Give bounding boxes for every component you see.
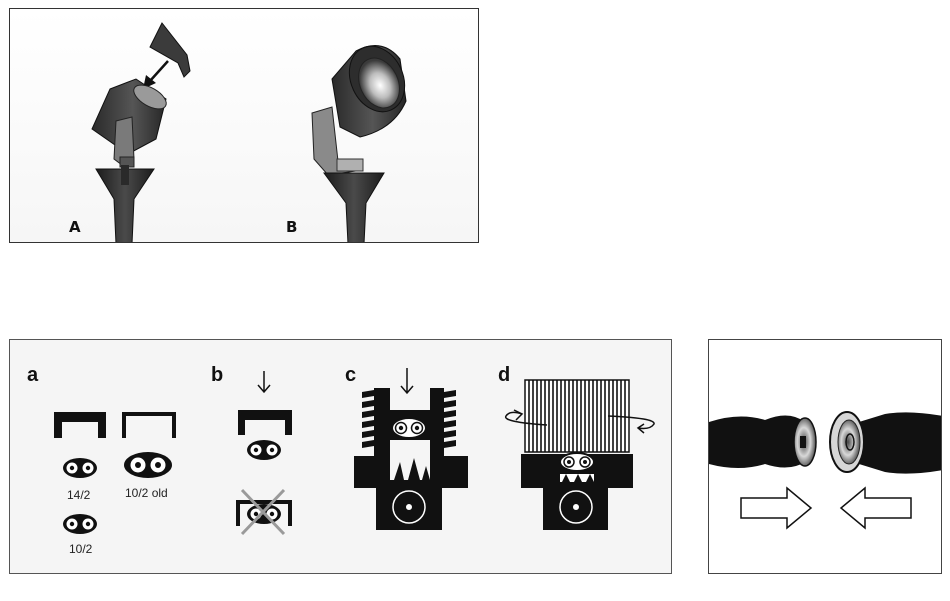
step-d: d bbox=[498, 364, 654, 530]
down-arrow-icon bbox=[401, 368, 413, 393]
shroud-icon bbox=[150, 23, 190, 77]
bracket-thick-icon bbox=[54, 412, 106, 438]
push-left-arrow-icon bbox=[841, 488, 911, 528]
bracket-correct-icon bbox=[238, 410, 292, 435]
step-a-label: a bbox=[27, 364, 39, 386]
wiring-steps-panel: a 14/2 10/2 old bbox=[9, 339, 672, 574]
wire-10-2-old-icon bbox=[124, 452, 172, 478]
wire-10-2-icon bbox=[63, 514, 97, 534]
connector-join-illustration bbox=[709, 340, 942, 574]
fixture-assembly-panel: A B bbox=[9, 8, 479, 243]
down-arrow-icon bbox=[258, 371, 270, 392]
label-a: A bbox=[69, 218, 81, 236]
step-b: b bbox=[211, 364, 292, 534]
connector-open-icon bbox=[354, 388, 468, 530]
step-c-label: c bbox=[345, 364, 356, 386]
label-b: B bbox=[286, 218, 297, 236]
step-b-label: b bbox=[211, 364, 223, 386]
fixture-assembly-illustration: A B bbox=[10, 9, 479, 243]
wire-14-2-icon bbox=[63, 458, 97, 478]
push-right-arrow-icon bbox=[741, 488, 811, 528]
bracket-thin-icon bbox=[122, 412, 176, 438]
cable-left-icon bbox=[709, 415, 805, 468]
step-c: c bbox=[345, 364, 468, 530]
gauge-14-2-label: 14/2 bbox=[67, 488, 91, 502]
gauge-10-2-old-label: 10/2 old bbox=[125, 486, 168, 500]
wire-correct-icon bbox=[247, 440, 281, 460]
gauge-10-2-label: 10/2 bbox=[69, 542, 93, 556]
fixture-b: B bbox=[286, 37, 415, 243]
cable-right-icon bbox=[859, 412, 942, 473]
connector-join-panel bbox=[708, 339, 942, 574]
step-a: a 14/2 10/2 old bbox=[27, 364, 176, 556]
fixture-a: A bbox=[69, 23, 190, 243]
step-d-label: d bbox=[498, 364, 510, 386]
connector-closed-icon bbox=[506, 380, 654, 530]
wiring-steps-illustration: a 14/2 10/2 old bbox=[10, 340, 672, 574]
